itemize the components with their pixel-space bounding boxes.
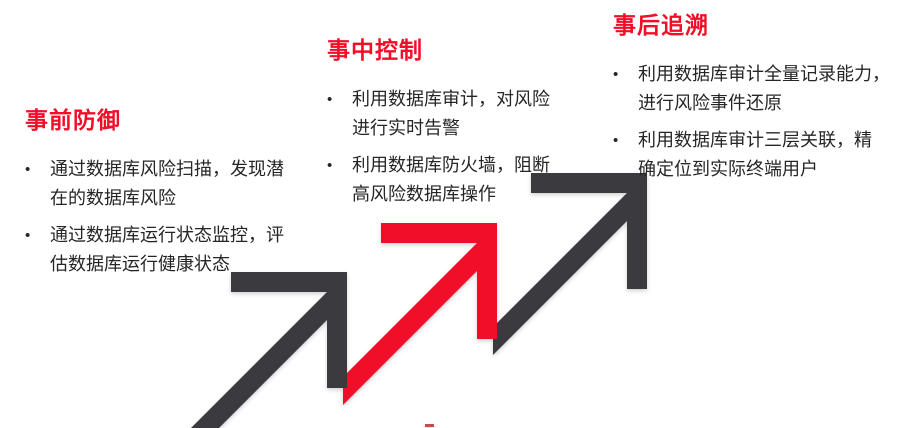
bullet-icon: • xyxy=(327,91,333,108)
list-item: • 利用数据库审计，对风险 进行实时告警 xyxy=(327,85,617,143)
arrow-2-head-corner xyxy=(381,223,497,339)
phase-title: 事前防御 xyxy=(25,107,121,133)
phase-section-in-event: 事中控制 • 利用数据库审计，对风险 进行实时告警 • 利用数据库防火墙，阻断 … xyxy=(327,35,617,209)
arrow-1-head-corner xyxy=(231,272,347,388)
bullet-text: 利用数据库防火墙，阻断 高风险数据库操作 xyxy=(352,155,550,204)
bullet-icon: • xyxy=(613,66,619,83)
arrow-1-shaft xyxy=(191,292,327,428)
bottom-red-mark xyxy=(425,424,434,427)
bullet-text: 通过数据库运行状态监控，评 估数据库运行健康状态 xyxy=(50,225,284,274)
list-item: • 通过数据库运行状态监控，评 估数据库运行健康状态 xyxy=(25,221,305,279)
bullet-text: 利用数据库审计全量记录能力， 进行风险事件还原 xyxy=(638,64,890,113)
phase-bullet-list: • 利用数据库审计全量记录能力， 进行风险事件还原 • 利用数据库审计三层关联，… xyxy=(613,60,898,184)
list-item: • 利用数据库审计三层关联，精 确定位到实际终端用户 xyxy=(613,126,898,184)
bullet-icon: • xyxy=(613,132,619,149)
list-item: • 利用数据库审计全量记录能力， 进行风险事件还原 xyxy=(613,60,898,118)
phase-section-post-event: 事后追溯 • 利用数据库审计全量记录能力， 进行风险事件还原 • 利用数据库审计… xyxy=(613,10,898,184)
bullet-icon: • xyxy=(327,157,333,174)
phase-title: 事中控制 xyxy=(327,37,423,63)
phase-section-pre-event: 事前防御 • 通过数据库风险扫描，发现潜 在的数据库风险 • 通过数据库运行状态… xyxy=(25,105,305,279)
arrow-3-shaft xyxy=(493,193,627,355)
bullet-text: 利用数据库审计，对风险 进行实时告警 xyxy=(352,89,550,138)
bullet-icon: • xyxy=(25,161,31,178)
arrow-2-shaft xyxy=(343,243,477,405)
phase-bullet-list: • 利用数据库审计，对风险 进行实时告警 • 利用数据库防火墙，阻断 高风险数据… xyxy=(327,85,617,209)
list-item: • 通过数据库风险扫描，发现潜 在的数据库风险 xyxy=(25,155,305,213)
bullet-text: 通过数据库风险扫描，发现潜 在的数据库风险 xyxy=(50,159,284,208)
list-item: • 利用数据库防火墙，阻断 高风险数据库操作 xyxy=(327,151,617,209)
bullet-icon: • xyxy=(25,227,31,244)
arrow-3-head-corner xyxy=(531,173,647,289)
phase-bullet-list: • 通过数据库风险扫描，发现潜 在的数据库风险 • 通过数据库运行状态监控，评 … xyxy=(25,155,305,279)
bullet-text: 利用数据库审计三层关联，精 确定位到实际终端用户 xyxy=(638,130,872,179)
phase-title: 事后追溯 xyxy=(613,12,709,38)
